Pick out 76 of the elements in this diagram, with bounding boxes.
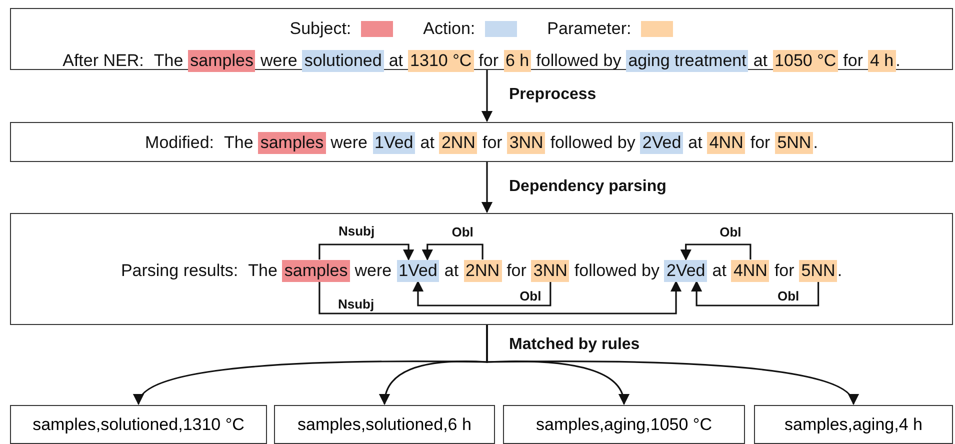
edge-label: Preprocess	[509, 86, 596, 104]
action-highlight: 1Ved	[372, 132, 416, 154]
sentence-panel	[10, 8, 953, 70]
edge-label: Nsubj	[338, 296, 374, 311]
sentence-text: at	[712, 260, 726, 280]
sentence-text: followed by	[550, 132, 636, 152]
sentence-text: were	[330, 132, 368, 152]
arrow	[486, 325, 856, 406]
row-label: Parsing results:	[120, 260, 238, 280]
edge-label: Dependency parsing	[509, 178, 666, 196]
sentence-text: .	[837, 260, 842, 280]
action-highlight: 1Ved	[396, 260, 440, 282]
edge-label: Nsubj	[338, 223, 375, 238]
sentence-text: for	[506, 260, 526, 280]
parameter-highlight: 2NN	[464, 260, 502, 282]
action-highlight: 2Ved	[664, 260, 708, 282]
sentence-text: for	[750, 132, 770, 152]
result-box: samples,solutioned,6 h	[274, 405, 495, 444]
action-highlight: solutioned	[302, 50, 384, 72]
sentence-text: at	[444, 260, 459, 280]
sentence-text: .	[896, 50, 900, 70]
sentence-text: for	[774, 260, 794, 280]
sentence-text: for	[478, 50, 498, 70]
arrow	[318, 244, 414, 261]
sentence-text: were	[260, 50, 298, 70]
edge-label: Obl	[720, 224, 742, 239]
edge-label: Obl	[452, 224, 474, 239]
subject-highlight: samples	[282, 260, 350, 282]
arrow	[412, 280, 552, 306]
parameter-highlight: 5NN	[775, 132, 814, 154]
sentence-text: were	[354, 260, 392, 280]
parameter-highlight: 2NN	[439, 132, 478, 154]
arrow	[422, 244, 484, 261]
sentence-text: at	[688, 132, 702, 152]
arrow	[680, 244, 752, 261]
action-highlight: 2Ved	[640, 132, 684, 154]
row-label: Modified:	[145, 132, 214, 152]
parameter-highlight: 3NN	[507, 132, 546, 154]
sentence-text: The	[224, 132, 254, 152]
arrow	[481, 70, 493, 122]
sentence-text: for	[843, 50, 863, 70]
edge-label: Matched by rules	[509, 336, 640, 354]
parameter-highlight: 1050 °C	[772, 50, 838, 72]
sentence-text: at	[420, 132, 434, 152]
parse-panel	[10, 213, 953, 325]
parameter-highlight: 4NN	[707, 132, 746, 154]
parameter-highlight: 1310 °C	[408, 50, 474, 72]
subject-highlight: samples	[188, 50, 256, 72]
arrow	[318, 280, 682, 314]
legend-label: Action:	[423, 19, 476, 39]
arrow	[690, 280, 820, 306]
sentence-text: The	[154, 50, 184, 70]
sentence-text: .	[813, 132, 818, 152]
parameter-highlight: 4NN	[731, 260, 770, 282]
parameter-highlight: 5NN	[799, 260, 838, 282]
action-highlight: aging treatment	[626, 50, 748, 72]
parameter-highlight: 3NN	[531, 260, 570, 282]
legend-label: Subject:	[290, 19, 352, 39]
sentence-text: at	[388, 50, 404, 70]
subject-highlight: samples	[258, 132, 326, 154]
parameter-highlight: 4 h	[868, 50, 896, 72]
row-label: After NER:	[62, 50, 144, 70]
sentence-text: The	[248, 260, 278, 280]
sentence-panel	[10, 122, 953, 162]
edge-label: Obl	[520, 288, 542, 303]
sentence-text: for	[482, 132, 502, 152]
result-box: samples,solutioned,1310 °C	[10, 405, 267, 444]
result-box: samples,aging,1050 °C	[503, 405, 745, 444]
result-box: samples,aging,4 h	[754, 405, 953, 444]
arrow	[481, 162, 493, 214]
parameter-highlight: 6 h	[504, 50, 532, 72]
sentence-text: followed by	[574, 260, 660, 280]
legend-label: Parameter:	[547, 19, 632, 39]
sentence-text: followed by	[536, 50, 622, 70]
edge-label: Obl	[777, 288, 800, 303]
sentence-text: at	[753, 50, 768, 70]
